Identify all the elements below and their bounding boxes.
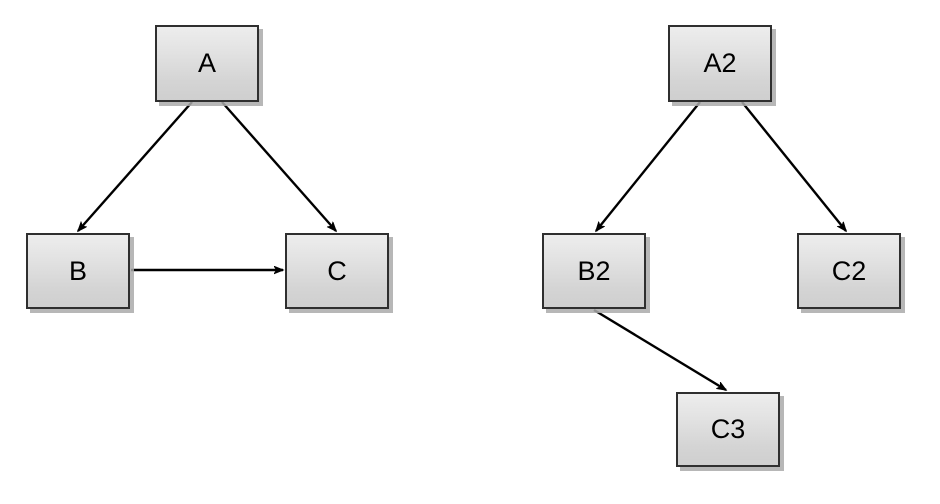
node-c[interactable]: C [285, 233, 389, 309]
node-a[interactable]: A [155, 25, 259, 102]
node-a2[interactable]: A2 [668, 25, 772, 102]
edge-b2-to-c3 [593, 308, 726, 392]
node-c3[interactable]: C3 [676, 392, 780, 467]
node-label-c2: C2 [831, 255, 867, 286]
node-c2[interactable]: C2 [797, 233, 901, 309]
edge-a2-to-b2 [596, 101, 701, 231]
edge-a2-to-c2 [741, 101, 846, 231]
node-b2[interactable]: B2 [542, 233, 646, 309]
edge-a-to-c [221, 101, 336, 231]
edge-a-to-b [78, 101, 193, 231]
node-label-a: A [197, 48, 216, 78]
node-label-b2: B2 [577, 255, 611, 286]
node-b[interactable]: B [26, 233, 130, 309]
node-label-b: B [68, 255, 87, 286]
node-label-c: C [327, 255, 347, 286]
node-label-c3: C3 [710, 414, 746, 444]
node-label-a2: A2 [703, 48, 737, 78]
